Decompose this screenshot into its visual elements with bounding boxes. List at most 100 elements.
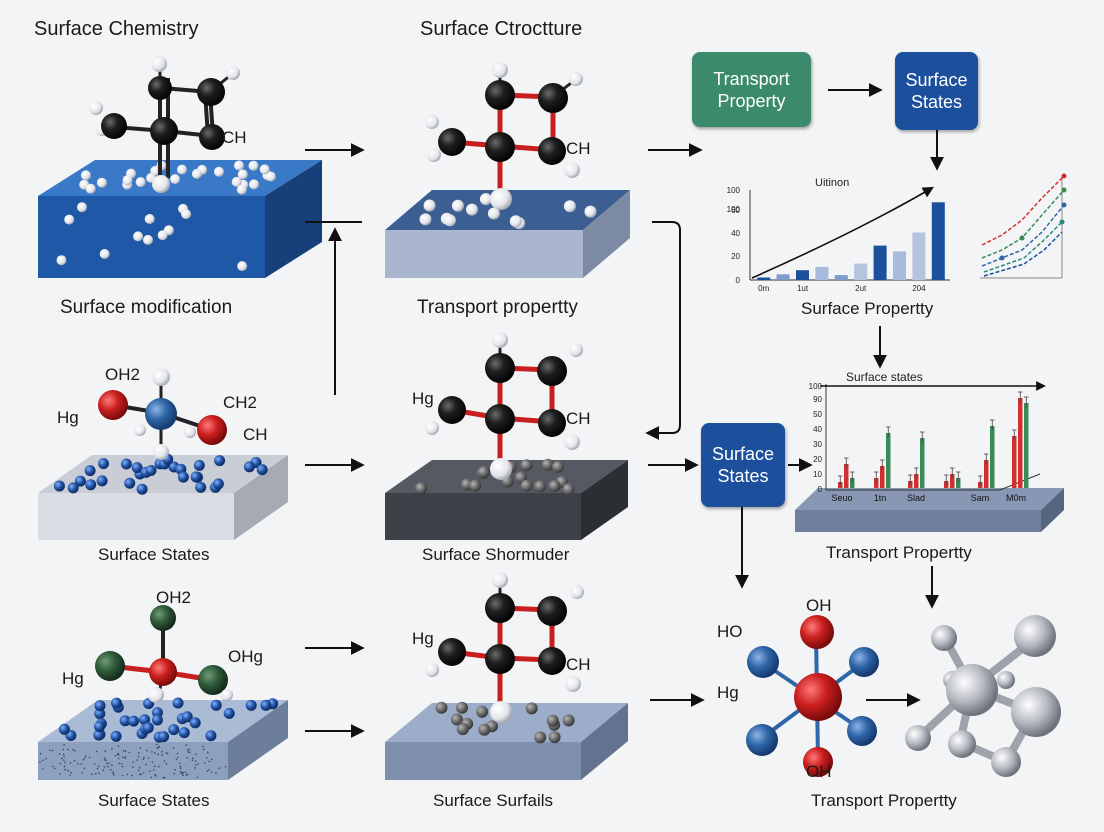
surface-atom xyxy=(135,177,146,188)
atom-label-ch: CH xyxy=(243,425,268,444)
chart1-ytick: 0 xyxy=(736,276,741,285)
surface-atom xyxy=(245,699,257,711)
surface-atom xyxy=(205,730,217,742)
label-transport-property-right: Transport Propertty xyxy=(826,543,972,562)
surface-atom xyxy=(189,717,201,729)
surface-atom xyxy=(131,462,143,474)
label-surface-states-1: Surface States xyxy=(98,545,210,564)
surface-atom xyxy=(265,171,276,182)
label-surface-states-2: Surface States xyxy=(98,791,210,810)
label-surface-modification: Surface modification xyxy=(60,297,233,318)
surface-atom xyxy=(552,460,565,473)
surface-atom xyxy=(237,261,248,272)
surface-atom xyxy=(94,700,106,712)
atom-label-oh2: OH2 xyxy=(105,365,140,384)
surface-atom xyxy=(525,702,538,715)
chart1-bar xyxy=(893,251,906,280)
surface-atom xyxy=(58,723,70,735)
surface-atom xyxy=(469,479,482,492)
surface-atom xyxy=(520,459,533,472)
surface-atom xyxy=(509,215,522,228)
surface-atom xyxy=(214,166,224,177)
chart2-bar xyxy=(956,478,961,488)
surface-atom xyxy=(99,249,110,259)
atom-label-ho: HO xyxy=(717,622,743,641)
surface-atoms xyxy=(53,160,597,744)
box-transport-property: Transport Property xyxy=(692,52,811,127)
atom-label-oh: OH xyxy=(806,762,832,781)
atom-label-hg: Hg xyxy=(57,408,79,427)
surface-atom xyxy=(96,475,108,487)
surface-atom xyxy=(84,465,96,477)
chart1-bar xyxy=(815,266,829,280)
surface-atom xyxy=(562,483,575,496)
atom-label-hg: Hg xyxy=(717,683,739,702)
surface-atom xyxy=(476,705,489,718)
box-surface-states: Surface States xyxy=(701,423,785,507)
surface-atom xyxy=(77,202,87,213)
surface-atom xyxy=(93,729,105,741)
surface-atom xyxy=(541,458,554,471)
surface-atom xyxy=(96,177,107,188)
chart2-xtick: Slad xyxy=(907,493,925,503)
surface-atom xyxy=(466,203,478,216)
surface-atom xyxy=(562,714,575,727)
chart1-title: Uitinon xyxy=(815,177,849,189)
surface-atom xyxy=(56,255,67,266)
surface-atom xyxy=(260,699,272,711)
chart1-bar xyxy=(854,263,868,280)
chart1-ytick: 100 xyxy=(727,205,741,214)
chart1-xtick: 204 xyxy=(912,284,926,293)
surface-atom xyxy=(236,184,247,195)
atom-label-ch2: CH2 xyxy=(223,393,258,412)
slab-bottom-center xyxy=(385,703,628,780)
surface-atom xyxy=(423,199,436,212)
chart2-ytick: 50 xyxy=(813,410,822,419)
surface-atom xyxy=(177,471,189,483)
chart1-xtick: 1ut xyxy=(797,284,809,293)
chart2-ytick: 100 xyxy=(809,382,823,391)
chart2-bar xyxy=(984,460,989,488)
surface-atom xyxy=(234,160,244,171)
surface-atom xyxy=(249,179,259,190)
chart1-bar xyxy=(931,202,945,280)
surface-atom xyxy=(133,231,144,242)
slab-blue-top-left xyxy=(38,160,322,278)
chart2-bar xyxy=(990,426,995,488)
surface-atom xyxy=(94,721,105,733)
chart2-bar xyxy=(914,474,919,488)
flow-arrows xyxy=(305,83,944,738)
molecule-6 xyxy=(425,572,584,723)
surface-atom xyxy=(237,169,248,180)
chart1-bar xyxy=(834,275,848,280)
surface-atom xyxy=(259,164,270,175)
surface-atom xyxy=(212,478,224,490)
surface-atom xyxy=(231,176,242,187)
chart1-ytick: 20 xyxy=(731,252,740,261)
surface-atom xyxy=(124,477,136,489)
surface-atom xyxy=(451,199,464,212)
chart2-ytick: 0 xyxy=(818,485,823,494)
surface-atom xyxy=(145,465,157,476)
chart1-bar xyxy=(776,274,790,280)
surface-atom xyxy=(157,230,168,241)
slab-speckles xyxy=(39,743,227,779)
chart1-ytick: 100 xyxy=(727,186,741,195)
atom-label-ch: CH xyxy=(222,128,247,147)
chart1-bar xyxy=(796,270,809,280)
surface-atom xyxy=(67,482,79,494)
surface-atom xyxy=(214,455,226,467)
chart2-bar xyxy=(874,478,879,488)
chart2-xtick: 1tn xyxy=(874,493,887,503)
chart1-xtick: 2ut xyxy=(855,284,867,293)
chart1-ytick: 60 xyxy=(731,206,740,215)
chart2-bar xyxy=(880,466,885,488)
chart2-bar xyxy=(950,474,955,488)
surface-atom xyxy=(477,466,490,479)
label-surface-structure: Surface Ctroctture xyxy=(420,18,583,40)
surface-atom xyxy=(534,480,547,493)
label-surface-property: Surface Propertty xyxy=(801,299,934,318)
